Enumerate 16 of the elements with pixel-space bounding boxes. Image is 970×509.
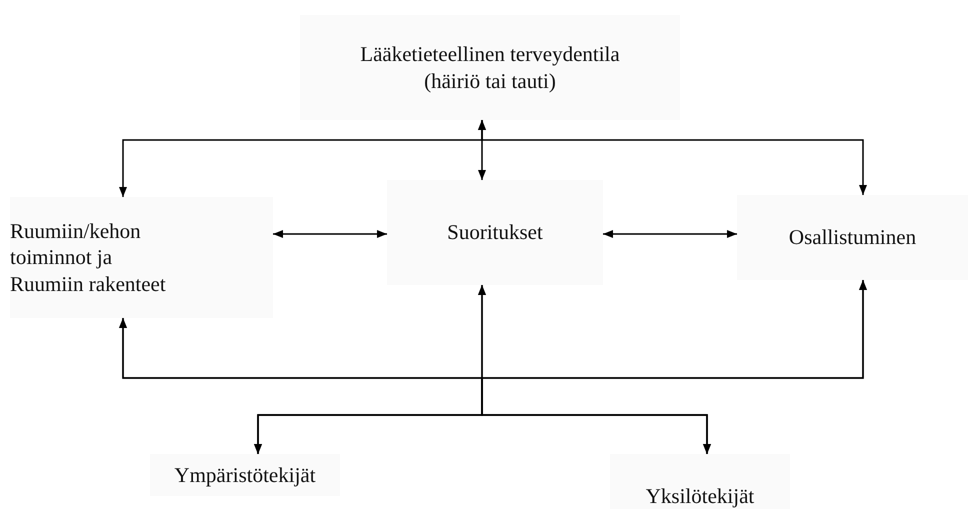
- arrow: [603, 230, 737, 238]
- node-label: Ympäristötekijät: [174, 462, 316, 488]
- node-label: Lääketieteellinen terveydentila (häiriö tai tauti): [359, 41, 621, 94]
- node-label: Yksilötekijät: [646, 482, 754, 509]
- arrow: [273, 230, 387, 238]
- node-label: Suoritukset: [447, 219, 543, 246]
- label-background: [150, 454, 340, 496]
- label-background: [10, 197, 273, 318]
- label-background: [387, 180, 603, 285]
- arrow: [478, 120, 867, 195]
- label-background: [737, 195, 968, 280]
- arrow: [481, 280, 867, 454]
- node-label: Osallistuminen: [788, 224, 916, 251]
- label-background: [300, 15, 680, 120]
- label-background: [610, 454, 790, 509]
- node-label: Ruumiin/kehon toiminnot ja Ruumiin rakenteet: [10, 218, 167, 297]
